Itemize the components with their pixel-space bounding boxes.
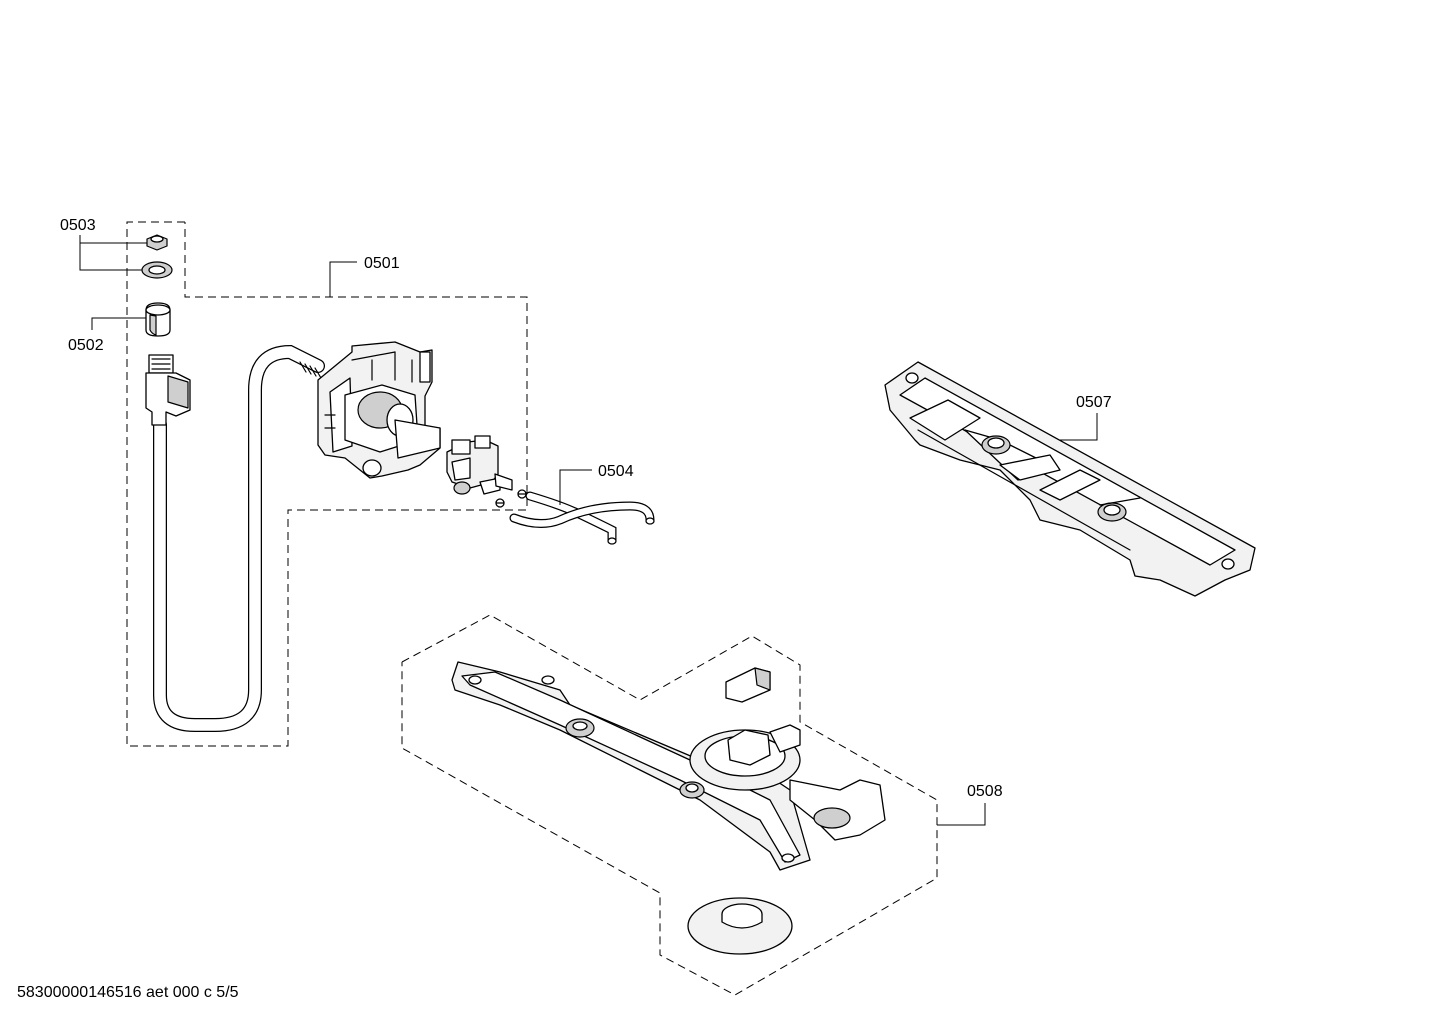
filter-disc[interactable] <box>687 897 793 955</box>
label-0508: 0508 <box>967 783 1003 800</box>
group-0501 <box>126 221 528 747</box>
label-0501: 0501 <box>364 255 400 272</box>
leader-0503b <box>79 243 142 271</box>
document-id: 58300000146516 aet 000 c 5/5 <box>17 984 239 1001</box>
label-0504: 0504 <box>598 463 634 480</box>
leader-0507 <box>1060 413 1098 441</box>
small-clip[interactable] <box>725 667 771 703</box>
group-0501-boundary <box>126 221 528 747</box>
valve-housing[interactable] <box>317 341 441 479</box>
spray-arm-hub[interactable] <box>689 724 886 841</box>
hose-clamps[interactable] <box>495 489 527 508</box>
leader-0501 <box>329 261 357 297</box>
part-0502[interactable] <box>145 302 171 337</box>
leader-0504 <box>559 469 592 505</box>
leader-0503 <box>79 235 147 244</box>
leader-0502 <box>91 317 146 330</box>
inlet-hose[interactable] <box>153 344 325 732</box>
label-0507: 0507 <box>1076 394 1112 411</box>
leader-0508 <box>937 803 986 826</box>
label-0502: 0502 <box>68 337 104 354</box>
solenoid-valve[interactable] <box>446 435 513 495</box>
group-0508 <box>401 614 938 996</box>
hose-coupling[interactable] <box>145 354 191 426</box>
part-0503[interactable] <box>141 234 173 279</box>
part-0507[interactable] <box>884 361 1256 597</box>
spray-arm[interactable] <box>451 661 811 871</box>
label-0503: 0503 <box>60 217 96 234</box>
part-0504[interactable] <box>509 491 655 545</box>
